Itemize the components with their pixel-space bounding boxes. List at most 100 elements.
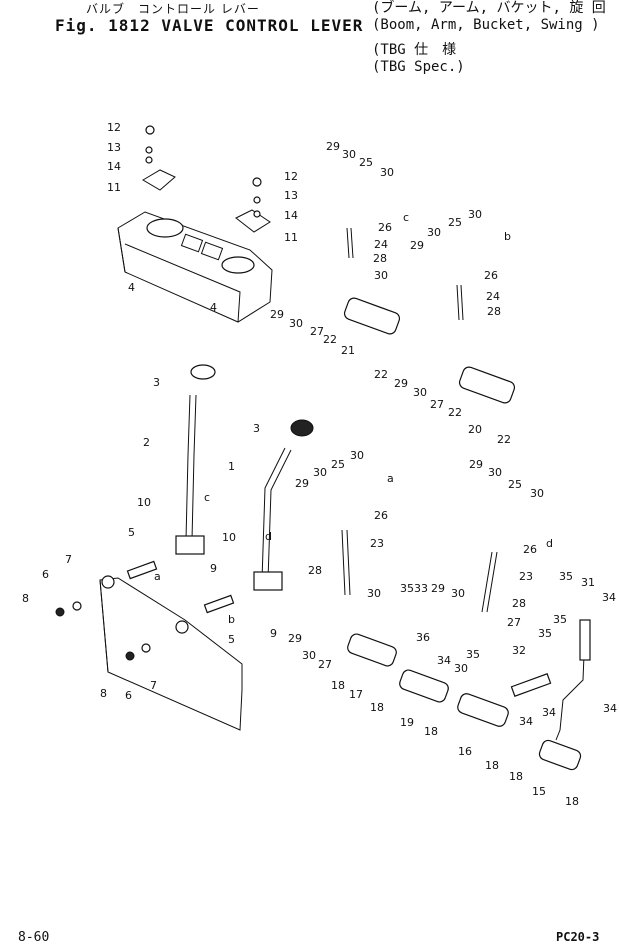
paren-japanese: (ブーム, アーム, バケット, 旋 回 xyxy=(372,0,606,16)
callout-label: 26 xyxy=(523,543,537,556)
callout-label: 29 xyxy=(295,477,309,490)
plates xyxy=(142,125,271,233)
callout-label: 25 xyxy=(331,458,345,471)
callout-label: 26 xyxy=(378,221,392,234)
callout-label: c xyxy=(403,211,409,224)
callout-label: 34 xyxy=(437,654,451,667)
callout-label: 14 xyxy=(107,160,121,173)
callout-label: 36 xyxy=(416,631,430,644)
callout-label: 18 xyxy=(485,759,499,772)
callout-label: 35 xyxy=(559,570,573,583)
figure-title: Fig. 1812 VALVE CONTROL LEVER xyxy=(55,16,364,35)
callout-label: 30 xyxy=(374,269,388,282)
callout-label: 30 xyxy=(367,587,381,600)
callout-label: 35 xyxy=(538,627,552,640)
callout-label: 11 xyxy=(284,231,298,244)
title-japanese: バルブ コントロール レバー xyxy=(86,2,260,16)
callout-label: 29 xyxy=(288,632,302,645)
callout-label: 1 xyxy=(228,460,235,473)
callout-label: 31 xyxy=(581,576,595,589)
callout-label: 34 xyxy=(603,702,617,715)
callout-label: 29 xyxy=(469,458,483,471)
callout-label: 32 xyxy=(512,644,526,657)
spec-block: (TBG 仕 様 (TBG Spec.) xyxy=(372,42,465,76)
spec-english: (TBG Spec.) xyxy=(372,59,465,75)
callout-label: 17 xyxy=(349,688,363,701)
callout-label: 23 xyxy=(370,537,384,550)
callout-label: 22 xyxy=(448,406,462,419)
callout-label: 28 xyxy=(487,305,501,318)
callout-label: 27 xyxy=(310,325,324,338)
callout-label: 3 xyxy=(153,376,160,389)
callout-label: 13 xyxy=(284,189,298,202)
callout-label: 27 xyxy=(507,616,521,629)
callout-label: 10 xyxy=(222,531,236,544)
callout-label: 35 xyxy=(400,582,414,595)
callout-label: 12 xyxy=(284,170,298,183)
callout-label: 7 xyxy=(65,553,72,566)
callout-label: 30 xyxy=(302,649,316,662)
callout-label: 6 xyxy=(125,689,132,702)
callout-label: a xyxy=(154,570,161,583)
callout-label: 27 xyxy=(318,658,332,671)
callout-label: 8 xyxy=(100,687,107,700)
callout-label: a xyxy=(387,472,394,485)
callout-label: 18 xyxy=(509,770,523,783)
callout-label: 30 xyxy=(451,587,465,600)
callout-label: 30 xyxy=(289,317,303,330)
callout-label: 30 xyxy=(454,662,468,675)
callout-label: 29 xyxy=(431,582,445,595)
callout-label: 29 xyxy=(394,377,408,390)
callout-label: 2 xyxy=(143,436,150,449)
callout-label: 30 xyxy=(380,166,394,179)
callout-label: 30 xyxy=(313,466,327,479)
callout-label: 22 xyxy=(323,333,337,346)
callout-label: b xyxy=(228,613,235,626)
callout-label: 28 xyxy=(373,252,387,265)
callout-label: 30 xyxy=(413,386,427,399)
callout-label: 23 xyxy=(519,570,533,583)
callout-label: 4 xyxy=(128,281,135,294)
callout-label: 35 xyxy=(553,613,567,626)
callout-label: 24 xyxy=(486,290,500,303)
callout-label: 9 xyxy=(270,627,277,640)
callout-label: 9 xyxy=(210,562,217,575)
callout-label: 30 xyxy=(427,226,441,239)
callout-label: 33 xyxy=(414,582,428,595)
callout-label: 22 xyxy=(497,433,511,446)
callout-label: 34 xyxy=(602,591,616,604)
model-code: PC20-3 xyxy=(556,930,600,944)
callout-label: 34 xyxy=(519,715,533,728)
callout-label: d xyxy=(265,530,272,543)
base-bracket xyxy=(55,560,243,731)
callout-label: 25 xyxy=(508,478,522,491)
callout-label: 15 xyxy=(532,785,546,798)
callout-label: d xyxy=(546,537,553,550)
callout-label: 21 xyxy=(341,344,355,357)
callout-label: 10 xyxy=(137,496,151,509)
callout-label: 28 xyxy=(308,564,322,577)
callout-label: 11 xyxy=(107,181,121,194)
callout-labels: 12131411121314114429302530c2624283029302… xyxy=(22,121,617,808)
callout-label: 20 xyxy=(468,423,482,436)
page-number: 8-60 xyxy=(18,930,50,945)
title-paren: (ブーム, アーム, バケット, 旋 回 (Boom, Arm, Bucket,… xyxy=(372,0,606,34)
callout-label: 30 xyxy=(468,208,482,221)
callout-label: 30 xyxy=(530,487,544,500)
callout-label: 13 xyxy=(107,141,121,154)
callout-label: 19 xyxy=(400,716,414,729)
callout-label: 14 xyxy=(284,209,298,222)
callout-label: 12 xyxy=(107,121,121,134)
callout-label: 27 xyxy=(430,398,444,411)
callout-label: 16 xyxy=(458,745,472,758)
callout-label: 26 xyxy=(484,269,498,282)
callout-label: 30 xyxy=(350,449,364,462)
callout-label: 4 xyxy=(210,301,217,314)
callout-label: 7 xyxy=(150,679,157,692)
callout-label: 30 xyxy=(488,466,502,479)
callout-label: 29 xyxy=(270,308,284,321)
callout-label: 25 xyxy=(359,156,373,169)
callout-label: 25 xyxy=(448,216,462,229)
callout-label: c xyxy=(204,491,210,504)
